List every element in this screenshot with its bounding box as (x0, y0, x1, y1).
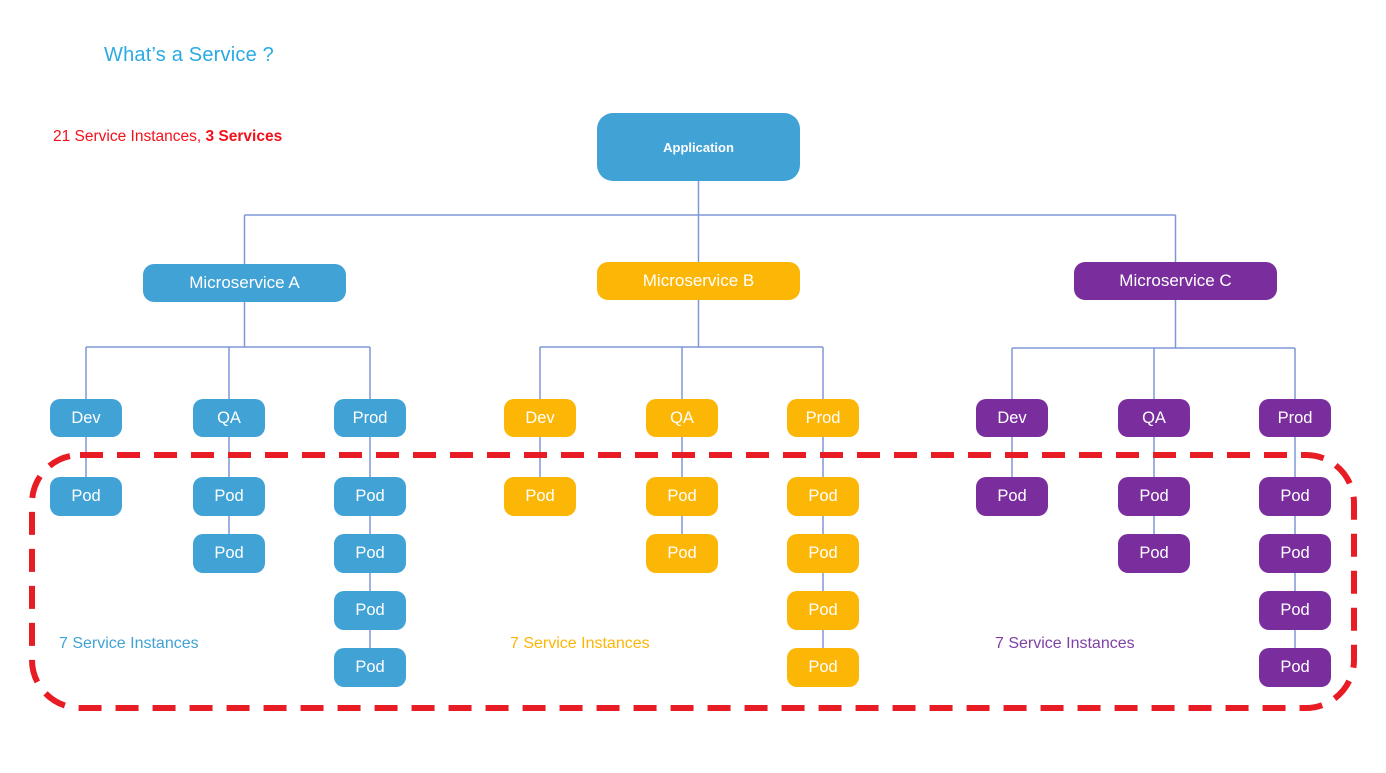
node-pod-c-qa-1: Pod (1118, 477, 1190, 516)
node-microservice-b: Microservice B (597, 262, 800, 300)
tree-connectors (85, 181, 1296, 648)
node-application: Application (597, 113, 800, 181)
slide-title: What’s a Service ? (104, 44, 274, 66)
node-env-b-dev: Dev (504, 399, 576, 437)
node-env-c-dev: Dev (976, 399, 1048, 437)
node-pod-a-prod-3: Pod (334, 591, 406, 630)
node-env-c-qa: QA (1118, 399, 1190, 437)
node-pod-b-qa-1: Pod (646, 477, 718, 516)
node-pod-c-qa-2: Pod (1118, 534, 1190, 573)
instances-label-a: 7 Service Instances (59, 635, 199, 652)
node-pod-c-prod-3: Pod (1259, 591, 1331, 630)
node-env-b-qa: QA (646, 399, 718, 437)
node-pod-b-prod-3: Pod (787, 591, 859, 630)
node-pod-a-prod-1: Pod (334, 477, 406, 516)
node-pod-c-prod-2: Pod (1259, 534, 1331, 573)
node-pod-b-qa-2: Pod (646, 534, 718, 573)
node-pod-b-prod-4: Pod (787, 648, 859, 687)
node-pod-a-qa-2: Pod (193, 534, 265, 573)
node-env-b-prod: Prod (787, 399, 859, 437)
summary-services-text: 3 Services (205, 128, 283, 145)
pods-boundary-dashed (29, 452, 1357, 711)
node-pod-a-qa-1: Pod (193, 477, 265, 516)
node-pod-a-dev-1: Pod (50, 477, 122, 516)
node-env-a-qa: QA (193, 399, 265, 437)
node-env-a-dev: Dev (50, 399, 122, 437)
node-pod-c-prod-4: Pod (1259, 648, 1331, 687)
instances-label-c: 7 Service Instances (995, 635, 1135, 652)
node-pod-a-prod-4: Pod (334, 648, 406, 687)
node-pod-b-prod-1: Pod (787, 477, 859, 516)
node-pod-b-prod-2: Pod (787, 534, 859, 573)
node-pod-c-dev-1: Pod (976, 477, 1048, 516)
node-pod-a-prod-2: Pod (334, 534, 406, 573)
node-microservice-a: Microservice A (143, 264, 346, 302)
summary-label: 21 Service Instances, 3 Services (53, 128, 282, 146)
node-pod-c-prod-1: Pod (1259, 477, 1331, 516)
instances-label-b: 7 Service Instances (510, 635, 650, 652)
node-pod-b-dev-1: Pod (504, 477, 576, 516)
node-env-a-prod: Prod (334, 399, 406, 437)
node-microservice-c: Microservice C (1074, 262, 1277, 300)
summary-count-text: 21 Service Instances, (53, 128, 206, 145)
node-env-c-prod: Prod (1259, 399, 1331, 437)
